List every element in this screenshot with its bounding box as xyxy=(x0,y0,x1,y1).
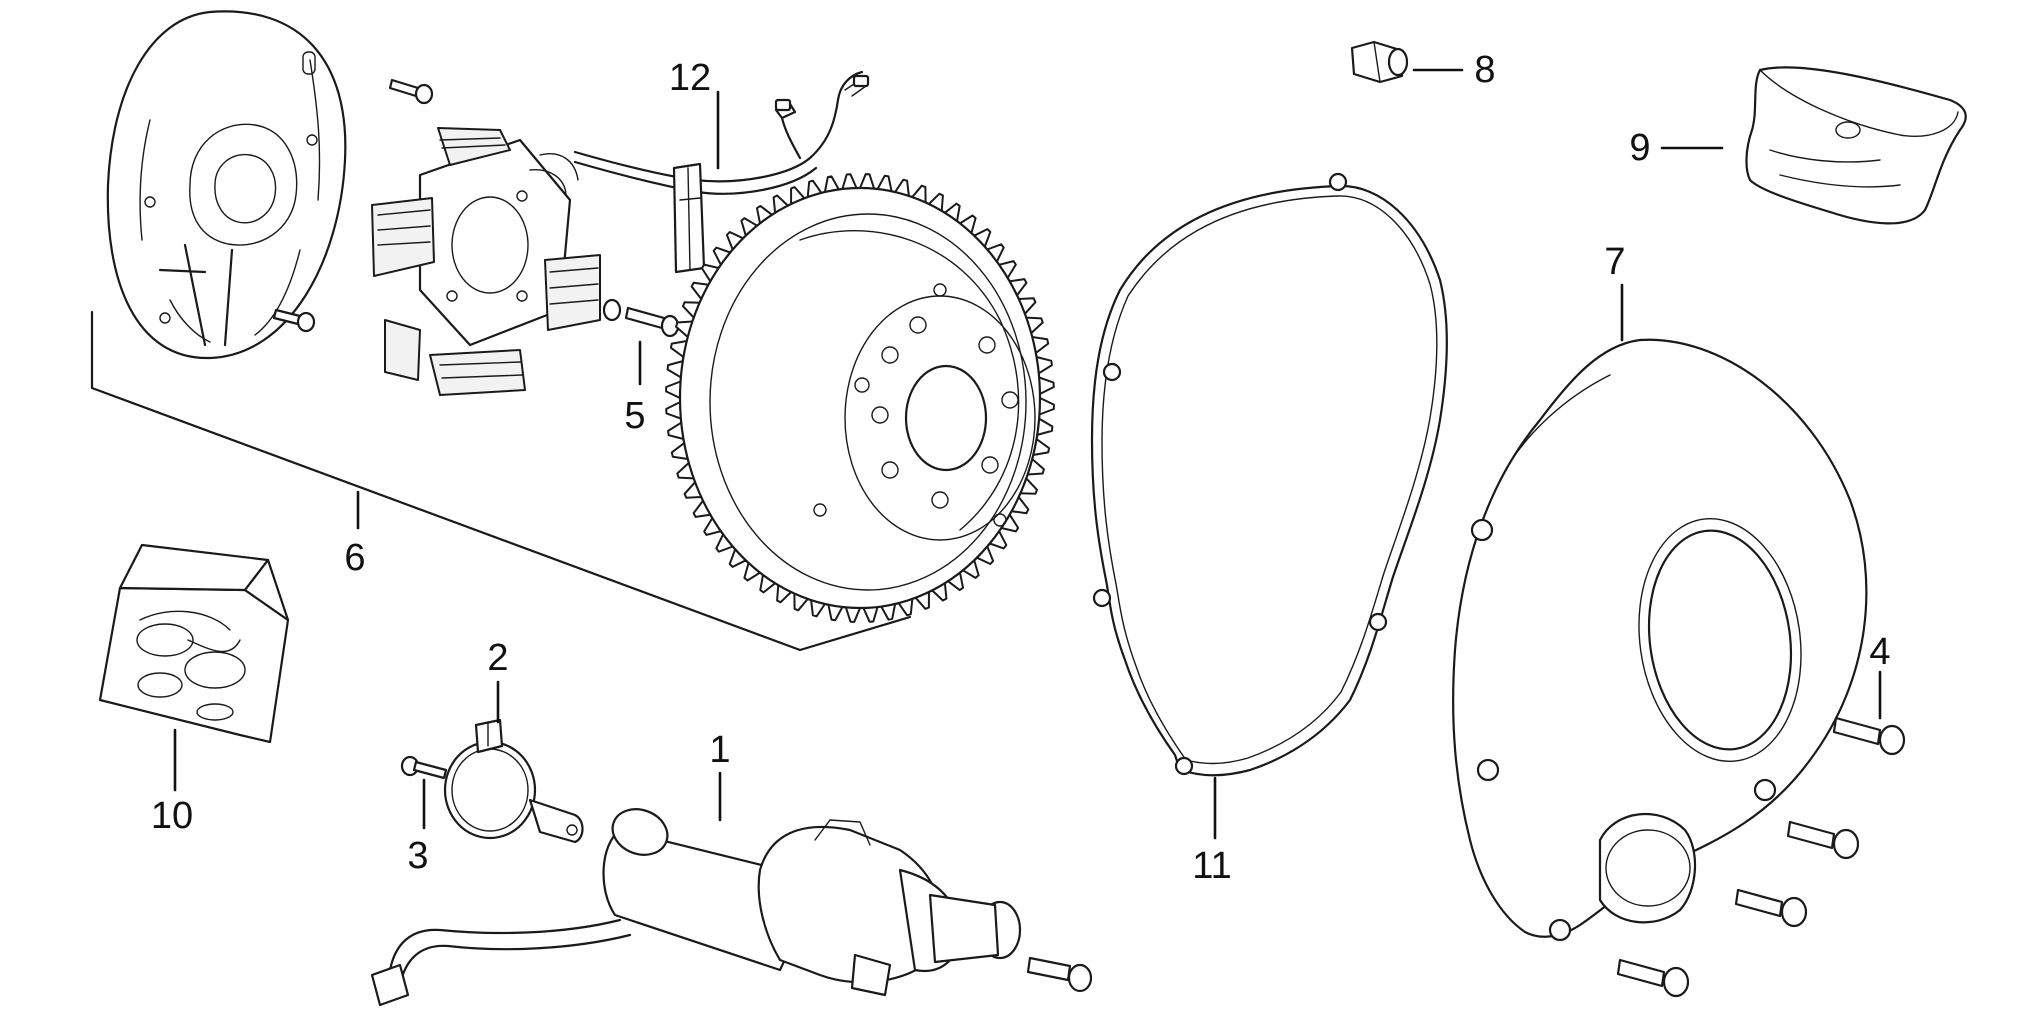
grease-packet xyxy=(1745,66,1967,225)
callout-4: 4 xyxy=(1869,631,1890,673)
stator-coil xyxy=(371,127,601,396)
assembly-bracket-6 xyxy=(90,310,912,652)
callout-11: 11 xyxy=(1192,845,1231,887)
cover-bolt-4 xyxy=(1616,958,1690,998)
starter-clamp-bracket xyxy=(443,718,584,844)
cover-gasket xyxy=(1090,172,1448,777)
alternator-cover xyxy=(1452,338,1868,942)
cover-bolt-2 xyxy=(1786,820,1860,860)
callout-2: 2 xyxy=(487,637,508,679)
callout-12: 12 xyxy=(669,57,711,99)
callout-7: 7 xyxy=(1604,241,1625,283)
cover-bolt-1 xyxy=(1832,716,1906,756)
clamp-screw xyxy=(400,755,448,780)
leader-lines xyxy=(173,68,1882,840)
callout-6: 6 xyxy=(344,537,365,579)
callout-10: 10 xyxy=(151,795,193,837)
stator-backing-plate xyxy=(106,10,347,360)
callout-5: 5 xyxy=(624,395,645,437)
flywheel-ring-gear xyxy=(665,173,1055,623)
starter-bolt xyxy=(1026,956,1093,993)
gasket-kit xyxy=(98,543,290,744)
callout-9: 9 xyxy=(1629,127,1650,169)
stator-screw xyxy=(602,298,680,338)
starter-motor xyxy=(370,808,1022,1007)
callout-1: 1 xyxy=(709,729,730,771)
callout-8: 8 xyxy=(1474,49,1495,91)
hex-nut xyxy=(1350,40,1409,84)
cover-bolt-3 xyxy=(1734,888,1808,928)
callout-numbers: 1 2 3 4 5 6 7 8 9 10 11 12 xyxy=(151,49,1891,887)
bolt-small-top xyxy=(388,78,434,105)
wire-harness xyxy=(573,70,870,274)
bolt-small-bottom xyxy=(272,308,316,333)
callout-3: 3 xyxy=(407,835,428,877)
